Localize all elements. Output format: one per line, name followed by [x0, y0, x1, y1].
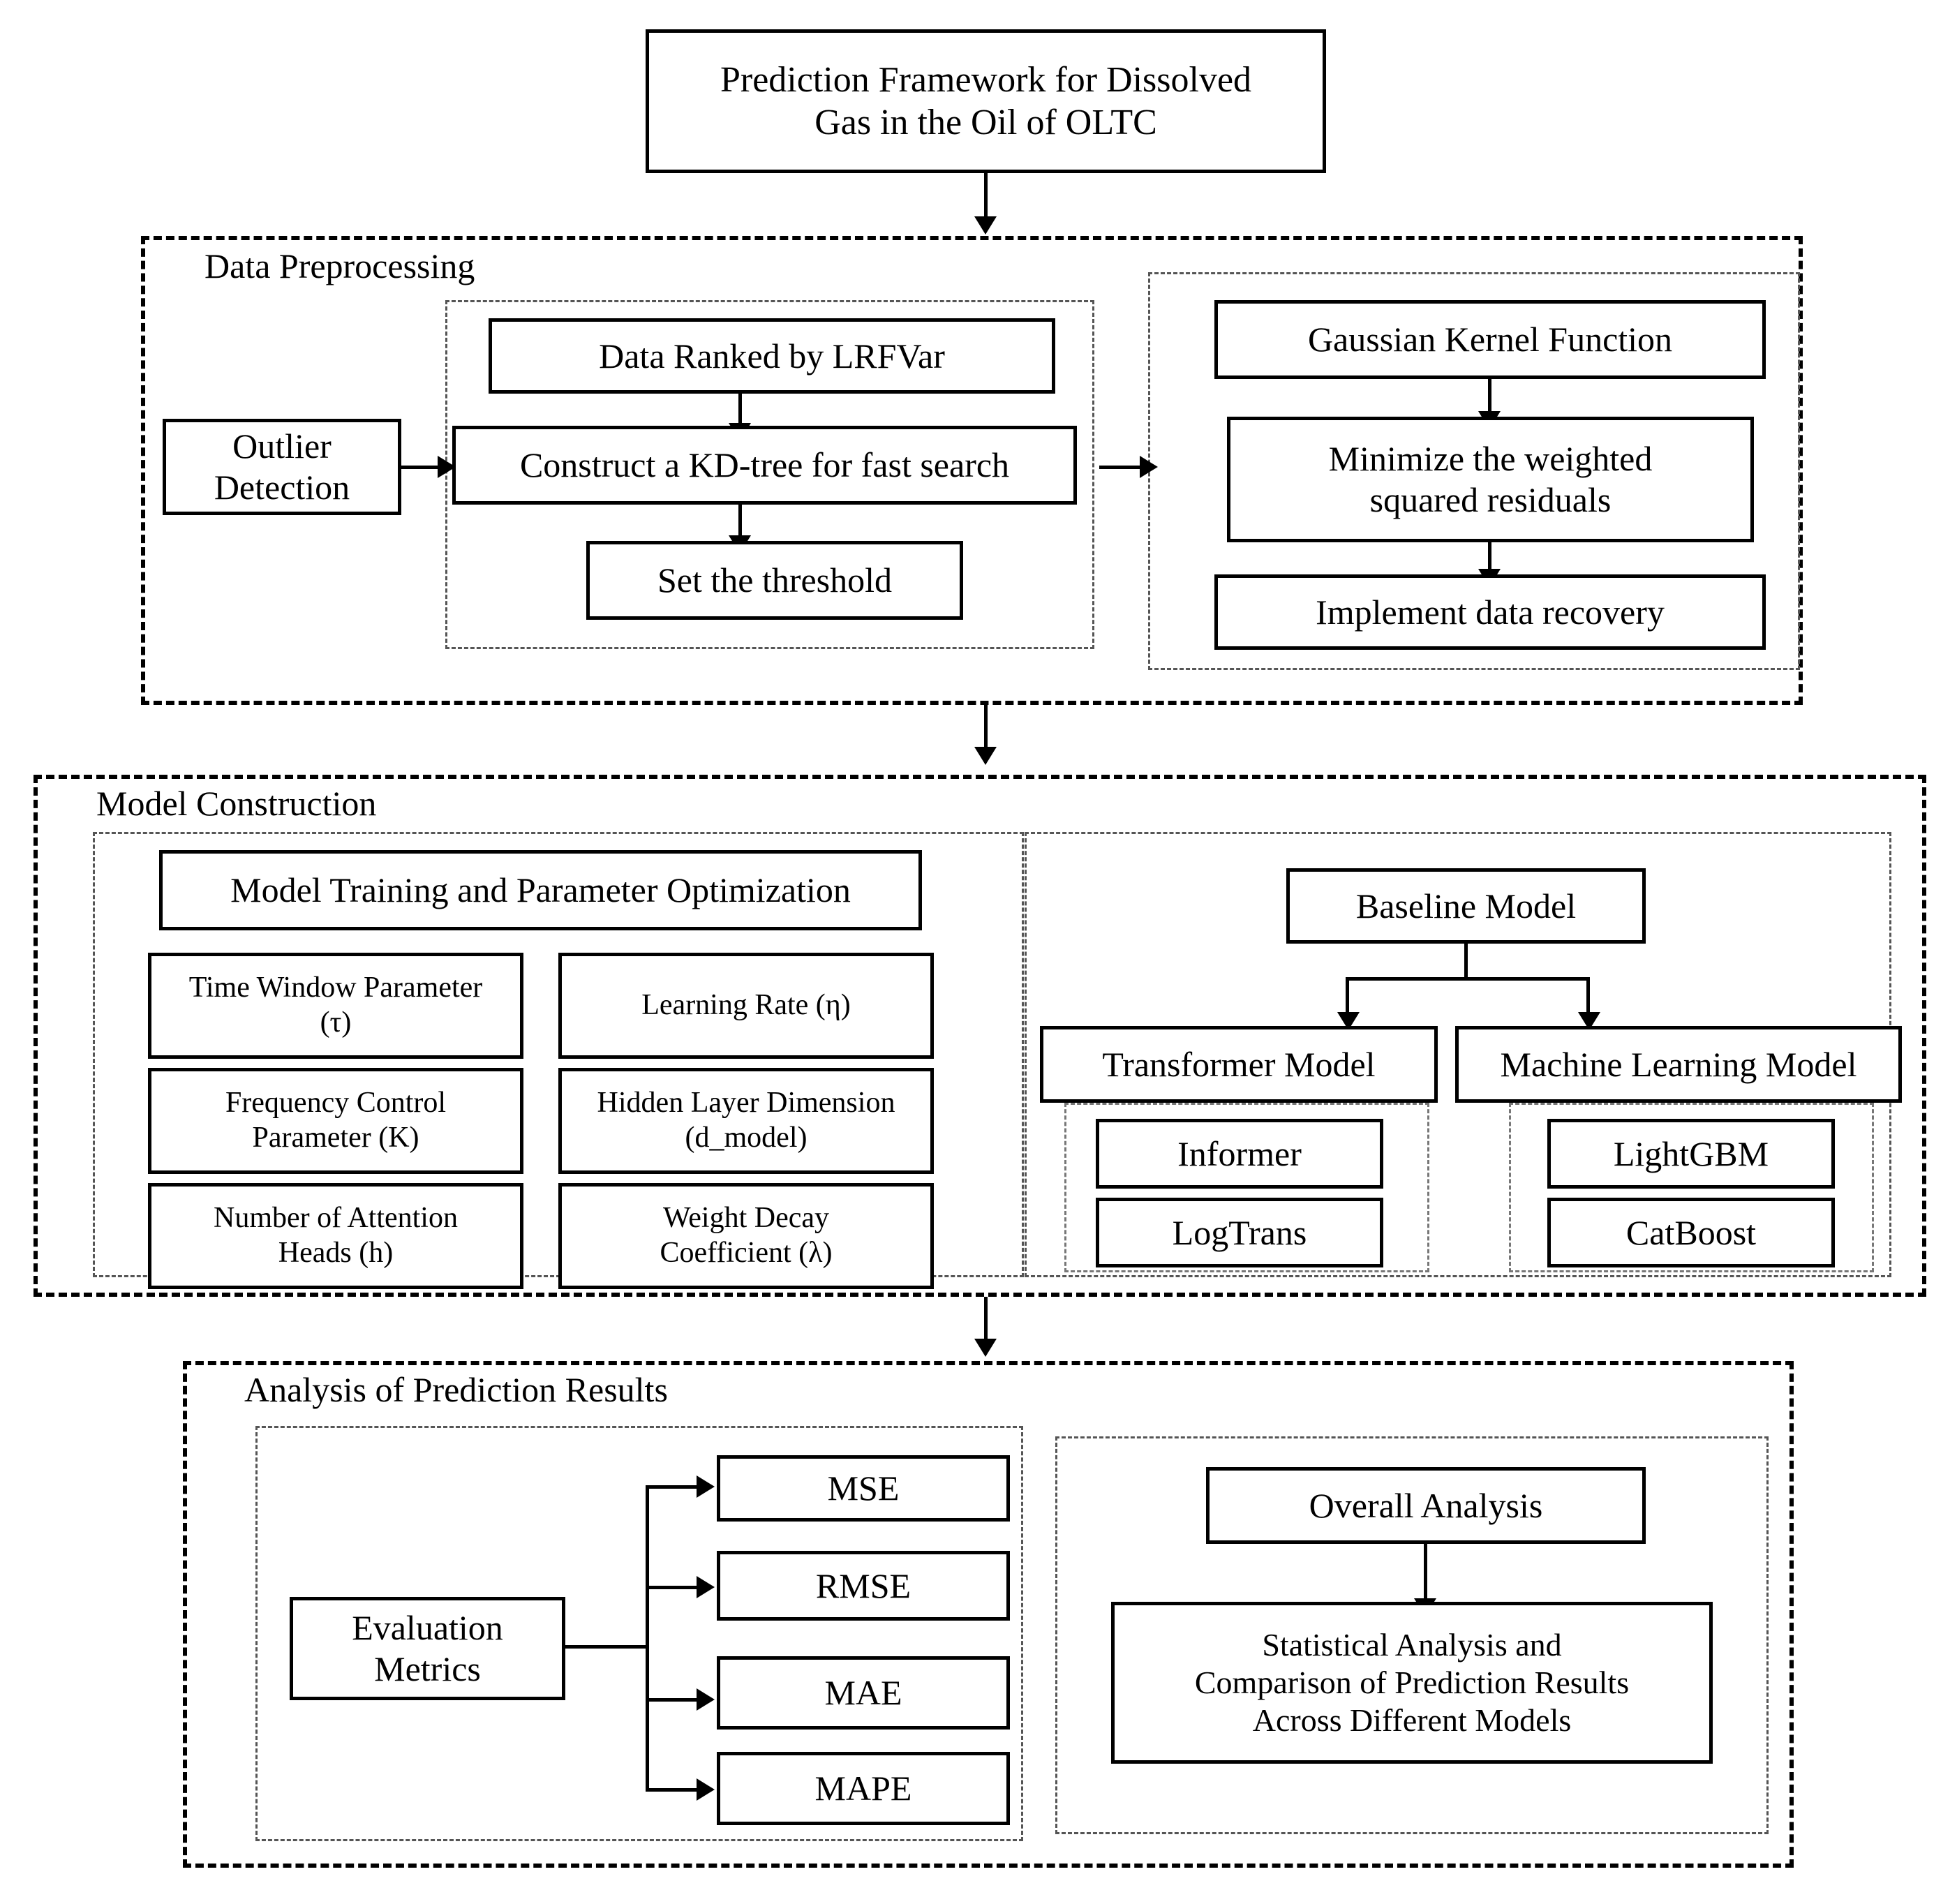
- stage-data-preprocessing: [141, 236, 1803, 705]
- group-transformer-variants: [1064, 1103, 1429, 1272]
- arrowhead-kdtree-to-gaussian-group: [1140, 456, 1158, 478]
- connector-baseline-stem: [1464, 944, 1468, 981]
- outlier-detection-line-1: Outlier: [232, 426, 332, 466]
- arrowhead-metrics-to-mae: [697, 1688, 715, 1711]
- connector-metrics-stem: [562, 1645, 649, 1649]
- node-statistical-analysis-comparison: Statistical Analysis and Comparison of P…: [1111, 1602, 1713, 1764]
- statistical-line-2: Comparison of Prediction Results: [1194, 1664, 1630, 1700]
- frequency-control-line-2: Parameter (K): [252, 1122, 419, 1154]
- stage-analysis-of-prediction-results: [183, 1361, 1794, 1868]
- attention-heads-line-2: Heads (h): [278, 1237, 394, 1269]
- connector-model-to-analysis: [984, 1297, 988, 1346]
- arrowhead-title-to-preprocessing: [974, 216, 997, 235]
- arrowhead-model-to-analysis: [974, 1339, 997, 1357]
- weight-decay-line-1: Weight Decay: [662, 1202, 829, 1235]
- title-box: Prediction Framework for Dissolved Gas i…: [646, 29, 1326, 173]
- arrowhead-metrics-to-rmse: [697, 1576, 715, 1598]
- connector-overall-to-statistical: [1424, 1544, 1427, 1607]
- outlier-detection-line-2: Detection: [214, 468, 350, 507]
- node-weight-decay-coefficient: Weight Decay Coefficient (λ): [558, 1183, 934, 1289]
- group-evaluation-metrics: [255, 1426, 1023, 1841]
- arrowhead-metrics-to-mape: [697, 1778, 715, 1801]
- node-outlier-detection: Outlier Detection: [163, 419, 401, 515]
- node-frequency-control-parameter: Frequency Control Parameter (K): [148, 1068, 523, 1174]
- connector-metrics-to-mse: [646, 1485, 705, 1489]
- statistical-line-3: Across Different Models: [1252, 1702, 1572, 1739]
- arrowhead-preprocessing-to-model: [974, 747, 997, 765]
- node-catboost: CatBoost: [1547, 1198, 1835, 1267]
- connector-metrics-to-mae: [646, 1698, 705, 1702]
- node-rmse: RMSE: [717, 1551, 1010, 1621]
- evaluation-metrics-line-2: Metrics: [374, 1649, 481, 1688]
- node-data-ranked-by-lrfvar: Data Ranked by LRFVar: [489, 318, 1055, 394]
- hidden-layer-line-2: (d_model): [685, 1122, 808, 1154]
- connector-gaussian-to-minimize: [1488, 379, 1491, 415]
- node-construct-kd-tree: Construct a KD-tree for fast search: [452, 426, 1077, 505]
- node-transformer-model: Transformer Model: [1040, 1026, 1438, 1103]
- connector-metrics-spine: [646, 1485, 649, 1790]
- node-model-training-and-parameter-optimization: Model Training and Parameter Optimizatio…: [159, 850, 922, 930]
- connector-metrics-to-rmse: [646, 1586, 705, 1589]
- node-set-the-threshold: Set the threshold: [586, 541, 963, 620]
- node-implement-data-recovery: Implement data recovery: [1214, 574, 1766, 650]
- node-mape: MAPE: [717, 1752, 1010, 1825]
- connector-kdtree-to-gaussian-group: [1099, 466, 1148, 469]
- arrowhead-metrics-to-mse: [697, 1475, 715, 1498]
- stage-title-data-preprocessing: Data Preprocessing: [198, 246, 482, 286]
- node-hidden-layer-dimension: Hidden Layer Dimension (d_model): [558, 1068, 934, 1174]
- time-window-line-2: (τ): [320, 1006, 352, 1039]
- group-ml-variants: [1509, 1103, 1874, 1272]
- node-mse: MSE: [717, 1455, 1010, 1522]
- connector-preprocessing-to-model: [984, 705, 988, 752]
- connector-baseline-left-drop: [1346, 977, 1349, 1016]
- node-learning-rate: Learning Rate (η): [558, 953, 934, 1059]
- connector-baseline-right-drop: [1586, 977, 1590, 1016]
- node-baseline-model: Baseline Model: [1286, 868, 1646, 944]
- weight-decay-line-2: Coefficient (λ): [660, 1237, 833, 1269]
- node-time-window-parameter: Time Window Parameter (τ): [148, 953, 523, 1059]
- node-mae: MAE: [717, 1656, 1010, 1730]
- node-logtrans: LogTrans: [1096, 1198, 1383, 1267]
- title-line-1: Prediction Framework for Dissolved: [720, 59, 1252, 100]
- node-evaluation-metrics: Evaluation Metrics: [290, 1597, 565, 1700]
- connector-minimize-to-recovery: [1488, 542, 1491, 573]
- node-minimize-weighted-residuals: Minimize the weighted squared residuals: [1227, 417, 1754, 542]
- frequency-control-line-1: Frequency Control: [225, 1087, 447, 1120]
- node-machine-learning-model: Machine Learning Model: [1455, 1026, 1902, 1103]
- node-informer: Informer: [1096, 1119, 1383, 1189]
- connector-title-to-preprocessing: [984, 173, 988, 221]
- connector-metrics-to-mape: [646, 1788, 705, 1792]
- connector-outlier-to-kdtree: [401, 466, 445, 469]
- connector-baseline-bar: [1346, 977, 1590, 981]
- time-window-line-1: Time Window Parameter: [188, 972, 483, 1004]
- group-overall-analysis: [1055, 1436, 1769, 1834]
- connector-kdtree-to-threshold: [738, 505, 742, 540]
- node-number-of-attention-heads: Number of Attention Heads (h): [148, 1183, 523, 1289]
- node-gaussian-kernel-function: Gaussian Kernel Function: [1214, 300, 1766, 379]
- minimize-line-1: Minimize the weighted: [1328, 439, 1653, 478]
- stage-title-analysis-of-prediction-results: Analysis of Prediction Results: [237, 1369, 675, 1410]
- statistical-line-1: Statistical Analysis and: [1262, 1626, 1562, 1663]
- hidden-layer-line-1: Hidden Layer Dimension: [597, 1087, 895, 1120]
- attention-heads-line-1: Number of Attention: [214, 1202, 458, 1235]
- node-lightgbm: LightGBM: [1547, 1119, 1835, 1189]
- node-overall-analysis: Overall Analysis: [1206, 1467, 1646, 1544]
- connector-ranked-to-kdtree: [738, 394, 742, 427]
- stage-title-model-construction: Model Construction: [89, 783, 384, 824]
- stage-model-construction: [34, 775, 1926, 1297]
- minimize-line-2: squared residuals: [1369, 480, 1612, 519]
- evaluation-metrics-line-1: Evaluation: [352, 1608, 503, 1647]
- title-line-2: Gas in the Oil of OLTC: [814, 103, 1157, 142]
